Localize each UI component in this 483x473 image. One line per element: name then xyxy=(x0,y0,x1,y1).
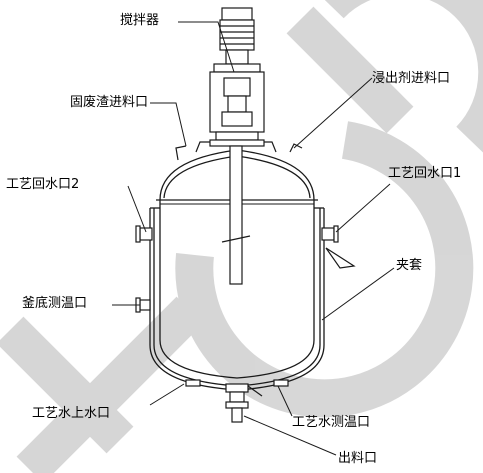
label-kettle-bottom-temp: 釜底测温口 xyxy=(22,295,87,311)
label-leach-agent-inlet: 浸出剂进料口 xyxy=(372,71,450,86)
label-agitator: 搅拌器 xyxy=(120,12,159,28)
agitator-drive xyxy=(209,7,265,141)
label-water-return-1: 工艺回水口1 xyxy=(388,166,461,181)
leader-lines xyxy=(112,21,395,456)
label-water-temp-port: 工艺水测温口 xyxy=(292,415,370,430)
label-jacket: 夹套 xyxy=(396,257,422,273)
top-nozzles xyxy=(175,139,303,161)
bottom-nozzles xyxy=(185,379,289,423)
label-solid-waste-inlet: 固废渣进料口 xyxy=(70,94,148,110)
water-return-1-port xyxy=(321,225,356,269)
label-water-return-2: 工艺回水口2 xyxy=(6,177,79,192)
agitator-shaft xyxy=(221,145,251,285)
label-discharge-outlet: 出料口 xyxy=(338,451,377,466)
label-water-inlet: 工艺水上水口 xyxy=(32,406,110,421)
water-return-2-port xyxy=(135,225,153,243)
